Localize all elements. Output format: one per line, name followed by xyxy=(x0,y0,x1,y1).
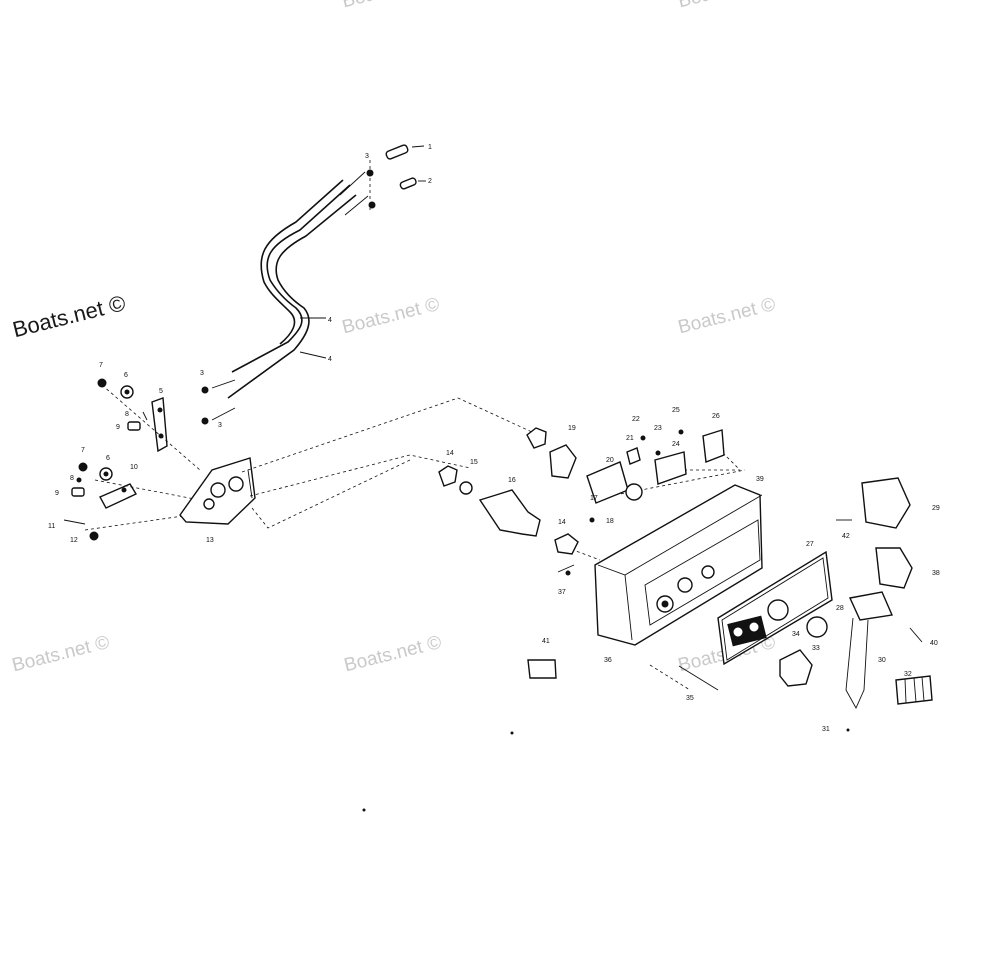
control-linkage-parts xyxy=(63,378,256,541)
callout-10: 10 xyxy=(130,464,138,471)
callout-18: 18 xyxy=(606,518,614,525)
callout-4: 4 xyxy=(328,317,332,324)
cap-34 xyxy=(806,616,828,638)
decal-panel-27 xyxy=(717,550,833,666)
callout-36: 36 xyxy=(604,657,612,664)
callout-31: 31 xyxy=(822,726,830,733)
control-box-39 xyxy=(594,484,763,646)
callout-8: 8 xyxy=(70,475,74,482)
callout-6: 6 xyxy=(124,372,128,379)
callout-3: 3 xyxy=(218,422,222,429)
callout-42: 42 xyxy=(842,533,850,540)
knob-15 xyxy=(549,444,577,479)
callout-9: 9 xyxy=(55,490,59,497)
bushing-9-bottom xyxy=(71,487,85,497)
callout-32: 32 xyxy=(904,671,912,678)
callout-30: 30 xyxy=(878,657,886,664)
callout-20: 20 xyxy=(606,457,614,464)
bushing-9-top xyxy=(127,421,141,431)
nut-14-right xyxy=(554,533,579,555)
nut-14-left xyxy=(438,465,458,487)
callout-22: 22 xyxy=(632,416,640,423)
screw-7-top xyxy=(97,378,107,388)
callout-19: 19 xyxy=(568,425,576,432)
callout-4: 4 xyxy=(328,356,332,363)
nut-3-mid xyxy=(368,201,376,209)
callout-11: 11 xyxy=(48,523,55,530)
callout-40: 40 xyxy=(930,640,938,647)
callout-6: 6 xyxy=(106,455,110,462)
callout-14: 14 xyxy=(558,519,566,526)
right-side-parts xyxy=(527,477,933,710)
callout-23: 23 xyxy=(654,425,662,432)
callout-9: 9 xyxy=(116,424,120,431)
nut-3-left xyxy=(201,386,209,394)
callout-8: 8 xyxy=(125,411,129,418)
lever-5 xyxy=(151,397,168,453)
callout-34: 34 xyxy=(792,631,800,638)
callout-35: 35 xyxy=(686,695,694,702)
callout-17: 17 xyxy=(590,495,598,502)
callout-24: 24 xyxy=(672,441,680,448)
switch-38 xyxy=(875,547,913,589)
callout-33: 33 xyxy=(812,645,820,652)
callout-1: 1 xyxy=(428,144,432,151)
callout-38: 38 xyxy=(932,570,940,577)
callout-29: 29 xyxy=(932,505,940,512)
callout-12: 12 xyxy=(70,537,78,544)
callout-26: 26 xyxy=(712,413,720,420)
callout-39: 39 xyxy=(756,476,764,483)
washer-21 xyxy=(626,447,641,465)
callout-16: 16 xyxy=(508,477,516,484)
switch-body-16 xyxy=(478,489,541,537)
bracket-28 xyxy=(848,591,894,621)
plate-26 xyxy=(702,429,725,463)
callout-14: 14 xyxy=(446,450,454,457)
part-callouts: 1 2 3 3 3 4 4 5 6 6 7 7 8 8 9 9 10 11 12… xyxy=(48,144,940,733)
cover-29 xyxy=(861,477,911,529)
callout-13: 13 xyxy=(206,537,214,544)
bracket-24 xyxy=(654,451,687,485)
callout-5: 5 xyxy=(159,388,163,395)
callout-41: 41 xyxy=(542,638,550,645)
nut-12 xyxy=(89,531,99,541)
lever-10 xyxy=(99,483,137,509)
callout-3: 3 xyxy=(365,153,369,160)
callout-25: 25 xyxy=(672,407,680,414)
nut-14-upper xyxy=(526,427,547,449)
label-41 xyxy=(527,659,557,679)
callout-7: 7 xyxy=(81,447,85,454)
callout-15: 15 xyxy=(470,459,478,466)
callout-3: 3 xyxy=(200,370,204,377)
screw-7-bottom xyxy=(78,462,88,472)
callout-27: 27 xyxy=(806,541,814,548)
nut-3-lower xyxy=(201,417,209,425)
callout-7: 7 xyxy=(99,362,103,369)
callout-28: 28 xyxy=(836,605,844,612)
knob-33 xyxy=(779,649,813,687)
cable-end-fitting-2 xyxy=(399,177,417,190)
callout-2: 2 xyxy=(428,178,432,185)
callout-21: 21 xyxy=(626,435,634,442)
switch-components xyxy=(438,427,725,576)
cable-end-fitting-1 xyxy=(385,144,409,160)
throttle-shift-cables xyxy=(201,144,426,425)
callout-37: 37 xyxy=(558,589,566,596)
washer-13 xyxy=(459,481,473,495)
